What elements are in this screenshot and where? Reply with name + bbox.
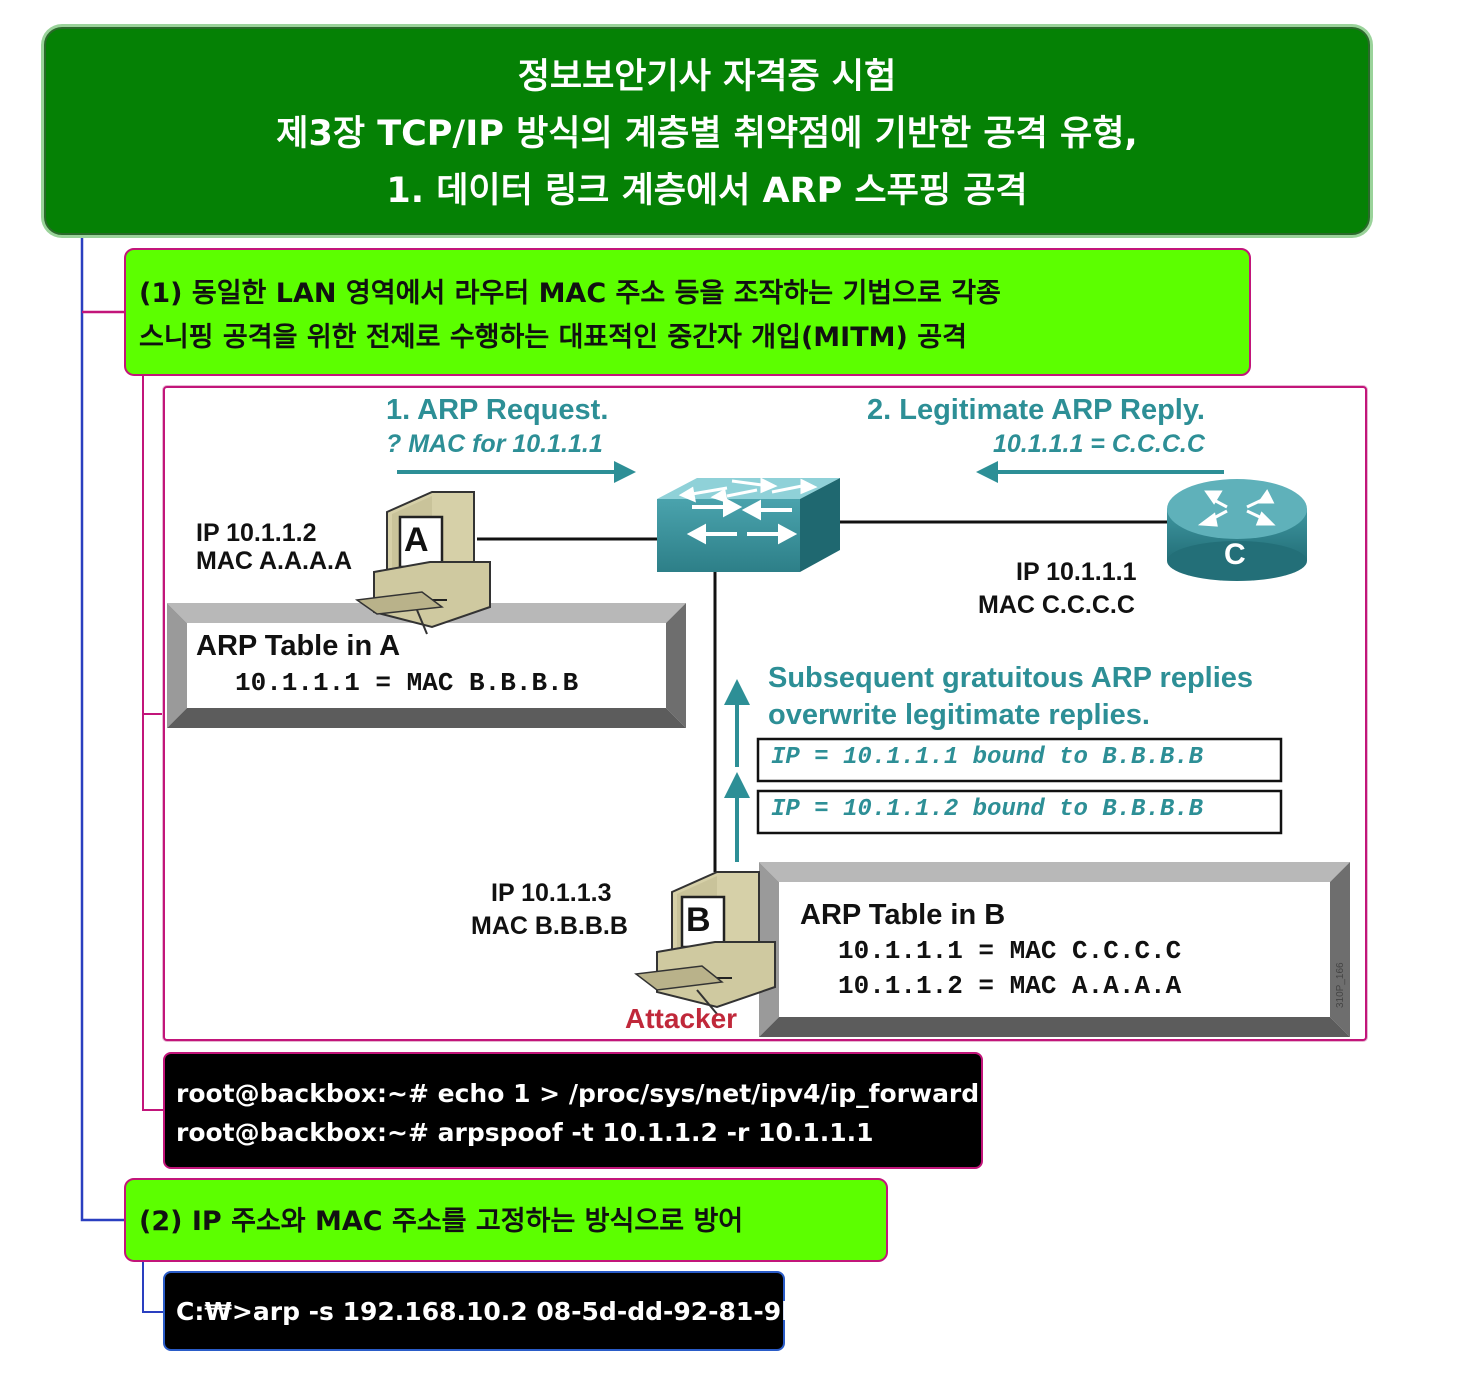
table-a-title: ARP Table in A (196, 630, 401, 662)
blue-connector-sub (142, 1262, 165, 1313)
section1-line1: (1) 동일한 LAN 영역에서 라우터 MAC 주소 등을 조작하는 기법으로… (139, 278, 1001, 309)
attacker-label: Attacker (625, 1003, 738, 1034)
terminal1-line2: root@backbox:~# arpspoof -t 10.1.1.2 -r … (176, 1118, 874, 1147)
table-b-row-1: 10.1.1.1 = MAC C.C.C.C (838, 936, 1182, 966)
computer-a-icon (354, 491, 491, 635)
title-line3: 1. 데이터 링크 계층에서 ARP 스푸핑 공격 (386, 171, 1028, 211)
gratuitous-arrow-lower-icon (724, 772, 750, 862)
host-b-mac: MAC B.B.B.B (471, 912, 628, 940)
table-b-title: ARP Table in B (800, 899, 1006, 931)
router-c-ip: IP 10.1.1.1 (1016, 558, 1137, 586)
diagram-graphics (167, 461, 1350, 1037)
blue-connector (80, 236, 124, 1222)
terminal1-line1: root@backbox:~# echo 1 > /proc/sys/net/i… (176, 1079, 980, 1108)
bound-line-1: IP = 10.1.1.1 bound to B.B.B.B (771, 744, 1204, 771)
bound-line-2: IP = 10.1.1.2 bound to B.B.B.B (771, 796, 1204, 823)
router-c-mac: MAC C.C.C.C (978, 591, 1135, 619)
terminal-static-arp: C:₩>arp -s 192.168.10.2 08-5d-dd-92-81-9… (163, 1271, 799, 1351)
request-subtitle: ? MAC for 10.1.1.1 (386, 430, 603, 458)
section1-box: (1) 동일한 LAN 영역에서 라우터 MAC 주소 등을 조작하는 기법으로… (124, 248, 1251, 376)
reply-arrow-icon (976, 461, 1224, 483)
host-a-ip: IP 10.1.1.2 (196, 519, 317, 547)
switch-icon (657, 477, 840, 572)
host-b-ip: IP 10.1.1.3 (491, 879, 612, 907)
bound-box-2 (756, 789, 1283, 835)
gratuitous-arrow-upper-icon (724, 679, 750, 767)
host-a-letter: A (404, 521, 429, 559)
terminal2-line1: C:₩>arp -s 192.168.10.2 08-5d-dd-92-81-9… (176, 1297, 799, 1326)
gratuitous-line1: Subsequent gratuitous ARP replies (768, 662, 1254, 694)
bound-box-1 (756, 737, 1283, 783)
gratuitous-line2: overwrite legitimate replies. (768, 699, 1150, 731)
host-b-letter: B (686, 901, 711, 939)
arp-table-b-panel (759, 862, 1350, 1037)
title-line1: 정보보안기사 자격증 시험 (517, 57, 897, 97)
router-icon (1167, 479, 1307, 581)
request-arrow-icon (397, 461, 636, 483)
router-c-letter: C (1224, 538, 1246, 571)
table-a-row-1: 10.1.1.1 = MAC B.B.B.B (235, 668, 579, 698)
arp-spoofing-diagram: 1. ARP Request. ? MAC for 10.1.1.1 2. Le… (163, 386, 1367, 1041)
section2-line1: (2) IP 주소와 MAC 주소를 고정하는 방식으로 방어 (139, 1206, 744, 1237)
reply-title: 2. Legitimate ARP Reply. (867, 394, 1205, 426)
request-title: 1. ARP Request. (386, 394, 609, 426)
figure-code: 310P_166 (1335, 962, 1346, 1008)
title-line2: 제3장 TCP/IP 방식의 계층별 취약점에 기반한 공격 유형, (276, 114, 1138, 154)
terminal-ip-forward-arpspoof: root@backbox:~# echo 1 > /proc/sys/net/i… (163, 1052, 983, 1169)
host-a-mac: MAC A.A.A.A (196, 547, 353, 575)
section2-box: (2) IP 주소와 MAC 주소를 고정하는 방식으로 방어 (124, 1178, 888, 1262)
section1-line2: 스니핑 공격을 위한 전제로 수행하는 대표적인 중간자 개입(MITM) 공격 (139, 322, 967, 353)
title-box: 정보보안기사 자격증 시험 제3장 TCP/IP 방식의 계층별 취약점에 기반… (44, 27, 1370, 235)
computer-b-icon (634, 871, 776, 1015)
table-b-row-2: 10.1.1.2 = MAC A.A.A.A (838, 971, 1182, 1001)
magenta-connector-sub (142, 376, 165, 1111)
reply-subtitle: 10.1.1.1 = C.C.C.C (993, 430, 1205, 458)
